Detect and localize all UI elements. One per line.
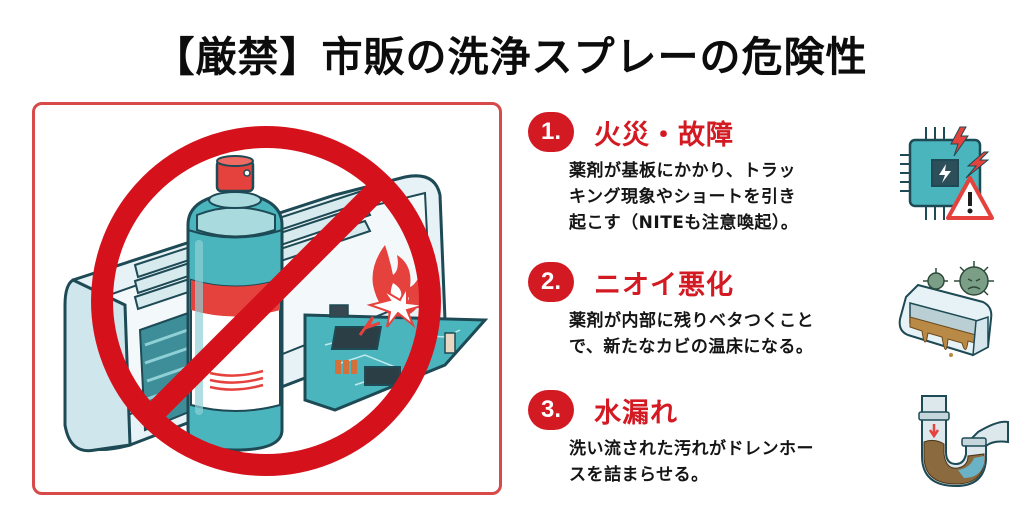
circuit-board-icon bbox=[303, 304, 489, 412]
risk-title: ニオイ悪化 bbox=[594, 269, 734, 301]
moldy-aircon-icon bbox=[888, 257, 1018, 367]
illustration-panel bbox=[32, 102, 502, 495]
risk-description: 薬剤が基板にかかり、トラッ キング現象やショートを引き 起こす（NITEも注意喚… bbox=[569, 158, 869, 236]
risk-description: 薬剤が内部に残りベタつくこと で、新たなカビの温床になる。 bbox=[569, 308, 869, 360]
description-line: 薬剤が内部に残りベタつくこと bbox=[569, 311, 814, 331]
description-line: キング現象やショートを引き bbox=[569, 187, 796, 207]
description-line: 起こす（NITEも注意喚起）。 bbox=[569, 213, 799, 233]
risk-description: 洗い流された汚れがドレンホー スを詰まらせる。 bbox=[569, 436, 869, 488]
number-badge: 1. bbox=[528, 112, 574, 152]
clogged-pipe-icon bbox=[888, 382, 1018, 492]
prohibition-illustration bbox=[63, 126, 489, 476]
description-line: 薬剤が基板にかかり、トラッ bbox=[569, 161, 796, 181]
risk-item-fire: 1. 火災・故障 薬剤が基板にかかり、トラッ キング現象やショートを引き 起こす… bbox=[528, 112, 888, 236]
risk-item-water-leak: 3. 水漏れ 洗い流された汚れがドレンホー スを詰まらせる。 bbox=[528, 390, 888, 488]
number-badge: 3. bbox=[528, 390, 574, 430]
circuit-warning-icon bbox=[888, 122, 1018, 232]
risk-title: 火災・故障 bbox=[594, 119, 734, 151]
page-title: 【厳禁】市販の洗浄スプレーの危険性 bbox=[153, 33, 868, 81]
risk-title: 水漏れ bbox=[594, 397, 678, 429]
description-line: で、新たなカビの温床になる。 bbox=[569, 337, 814, 357]
number-badge: 2. bbox=[528, 262, 574, 302]
prohibition-icon bbox=[91, 126, 441, 476]
description-line: 洗い流された汚れがドレンホー bbox=[569, 439, 814, 459]
description-line: スを詰まらせる。 bbox=[569, 465, 709, 485]
risk-item-odor: 2. ニオイ悪化 薬剤が内部に残りベタつくこと で、新たなカビの温床になる。 bbox=[528, 262, 888, 360]
